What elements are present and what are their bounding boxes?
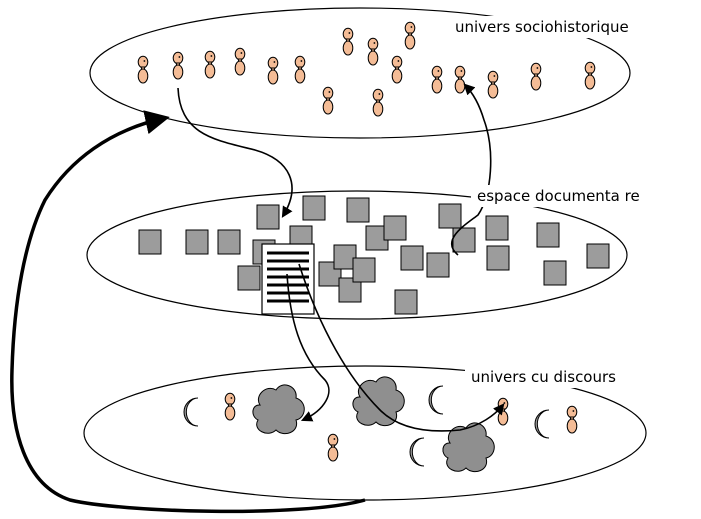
person-figure-icon (391, 55, 403, 84)
document-square-icon (302, 195, 326, 221)
document-square-icon (452, 227, 476, 253)
arrow-discourse-to-sociohistorical (10, 110, 366, 514)
label-sociohistorical-universe: univers sociohistorique (449, 16, 635, 38)
label-documentary-space: espace documenta re (471, 185, 646, 207)
document-square-icon (383, 215, 407, 241)
crescent-icon (183, 397, 199, 427)
document-square-icon (256, 204, 280, 230)
document-square-icon (352, 257, 376, 283)
person-figure-icon (342, 27, 354, 56)
discourse-cloud-icon (252, 384, 305, 435)
document-square-icon (586, 243, 610, 269)
person-figure-icon (372, 88, 384, 117)
person-figure-icon (431, 65, 443, 94)
arrows-group (10, 83, 505, 514)
document-square-icon (185, 229, 209, 255)
document-square-icon (394, 289, 418, 315)
person-figure-icon (172, 51, 184, 80)
documents-group (138, 195, 610, 315)
discourse-group (183, 376, 578, 473)
person-figure-icon (294, 55, 306, 84)
person-figure-icon (404, 21, 416, 50)
documentary-ellipse (86, 190, 628, 320)
document-square-icon (237, 265, 261, 291)
person-figure-icon (327, 433, 339, 462)
crescent-icon (534, 409, 550, 439)
arrow-doc-to-discourse-left (286, 273, 330, 422)
person-figure-icon (204, 50, 216, 79)
arrow-docs-to-people (450, 83, 492, 256)
document-square-icon (138, 229, 162, 255)
person-figure-icon (584, 61, 596, 90)
document-square-icon (536, 222, 560, 248)
person-figure-icon (566, 405, 578, 434)
crescent-icon (409, 437, 425, 467)
person-figure-icon (224, 392, 236, 421)
document-square-icon (485, 215, 509, 241)
discourse-cloud-icon (352, 376, 405, 427)
crescent-icon (428, 385, 444, 415)
person-figure-icon (322, 86, 334, 115)
person-figure-icon (487, 70, 499, 99)
person-figure-icon (234, 47, 246, 76)
label-discourse-universe: univers cu discours (465, 366, 622, 388)
document-square-icon (346, 197, 370, 223)
person-figure-icon (137, 55, 149, 84)
person-figure-icon (497, 397, 509, 426)
document-square-icon (438, 203, 462, 229)
document-square-icon (400, 245, 424, 271)
document-square-icon (486, 245, 510, 271)
document-square-icon (217, 229, 241, 255)
sociohistorical-ellipse (89, 7, 631, 139)
person-figure-icon (367, 37, 379, 66)
person-figure-icon (454, 65, 466, 94)
arrow-doc-to-discourse-right (298, 263, 505, 432)
arrow-people-to-docs (177, 87, 293, 218)
document-square-icon (426, 252, 450, 278)
person-figure-icon (530, 62, 542, 91)
document-square-icon (543, 260, 567, 286)
person-figure-icon (267, 56, 279, 85)
